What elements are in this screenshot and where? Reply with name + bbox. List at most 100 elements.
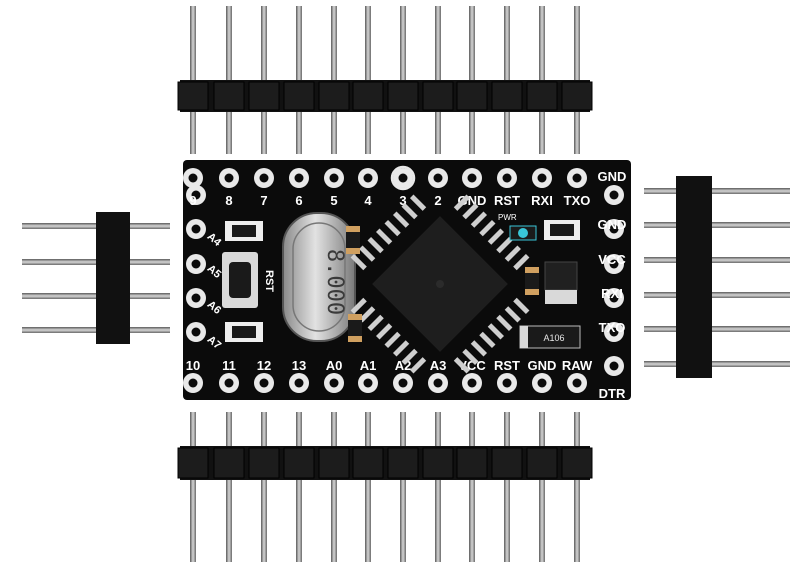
chip-leg	[496, 236, 513, 254]
right-pin-label: RXI	[601, 286, 623, 301]
chip-leg	[409, 194, 427, 211]
header-pin	[331, 412, 337, 562]
right-pin-label: VCC	[598, 252, 626, 267]
pin-hole	[363, 173, 373, 183]
crystal-marking: 8.000	[322, 249, 347, 315]
chip-leg	[479, 331, 496, 348]
header-pin	[644, 361, 790, 367]
header-segment	[248, 81, 280, 111]
crystal-oscillator: 8.000	[282, 212, 356, 342]
header-segment	[177, 81, 209, 111]
chip-leg	[513, 253, 530, 271]
bottom-pin-label: A0	[326, 358, 343, 373]
bottom-pin-label: 11	[222, 358, 236, 373]
pin-hole	[294, 378, 304, 388]
pin-hole	[467, 378, 477, 388]
chip-leg	[359, 245, 376, 262]
chip-leg	[453, 194, 471, 211]
pin-hole	[572, 378, 582, 388]
top-pin-label: 2	[434, 193, 441, 208]
pin-hole	[259, 378, 269, 388]
header-segment	[248, 447, 280, 479]
chip-leg	[504, 245, 521, 262]
bottom-pin-label: GND	[528, 358, 557, 373]
chip-leg	[487, 323, 504, 340]
chip-leg	[350, 297, 367, 315]
reset-button[interactable]	[222, 252, 258, 308]
pin-hole	[433, 173, 443, 183]
header-segment	[561, 81, 593, 111]
chip-leg	[350, 253, 367, 271]
top-pin-label: 7	[260, 193, 267, 208]
header-segment	[387, 81, 419, 111]
top-pin-label: 3	[399, 193, 406, 208]
top-pin-label: TXO	[564, 193, 591, 208]
right-pin-label: GND	[598, 217, 627, 232]
pin-hole	[398, 173, 408, 183]
pin-hole	[329, 173, 339, 183]
header-pin	[644, 326, 790, 332]
top-pin-label: 9	[189, 193, 196, 208]
chip-leg	[504, 306, 521, 323]
chip-leg	[462, 348, 479, 365]
header-body	[96, 212, 130, 344]
header-segment	[422, 447, 454, 479]
top-pin-label: 6	[295, 193, 302, 208]
pin-hole	[191, 259, 201, 269]
chip-leg	[479, 220, 496, 237]
header-pin	[226, 412, 232, 562]
header-pin	[644, 188, 790, 194]
header-segment	[352, 81, 384, 111]
header-segment	[318, 447, 350, 479]
mounting-hole	[390, 165, 416, 191]
pin-hole	[224, 173, 234, 183]
regulator-marking: A106	[543, 333, 564, 343]
header-pin	[539, 412, 545, 562]
top-pin-label: RXI	[531, 193, 553, 208]
header-segment	[352, 447, 384, 479]
chip-leg	[367, 236, 384, 254]
chip-leg	[513, 297, 530, 315]
pin-hole	[191, 293, 201, 303]
header-segment	[387, 447, 419, 479]
header-pin	[435, 412, 441, 562]
top-pin-label: 8	[225, 193, 232, 208]
header-pin	[261, 412, 267, 562]
pin-hole	[191, 190, 201, 200]
right-pin-label: TXO	[599, 320, 626, 335]
chip-leg	[359, 306, 376, 323]
bottom-pin-header	[177, 412, 593, 562]
chip-leg	[384, 331, 401, 348]
pin-hole	[398, 378, 408, 388]
pin-hole	[572, 173, 582, 183]
header-pin	[644, 292, 790, 298]
header-segment	[422, 81, 454, 111]
right-pin-label: DTR	[599, 386, 626, 401]
header-pin	[504, 412, 510, 562]
pin-hole	[467, 173, 477, 183]
top-pin-label: RST	[494, 193, 520, 208]
header-pin	[296, 412, 302, 562]
chip-leg	[462, 203, 479, 220]
pin-hole	[609, 327, 619, 337]
header-pin	[190, 412, 196, 562]
header-pin	[574, 412, 580, 562]
bottom-pin-label: A3	[430, 358, 447, 373]
chip-leg	[487, 228, 504, 245]
header-segment	[213, 447, 245, 479]
power-led-label: PWR	[498, 213, 517, 222]
pin-hole	[609, 259, 619, 269]
header-segment	[526, 81, 558, 111]
pin-hole	[537, 378, 547, 388]
right-pin-header	[644, 176, 790, 378]
pin-hole	[502, 173, 512, 183]
left-pin-header	[22, 212, 170, 344]
bottom-pin-label: 12	[257, 358, 271, 373]
header-segment	[283, 447, 315, 479]
chip-leg	[376, 323, 393, 340]
pin-hole	[188, 173, 198, 183]
pin-hole	[609, 224, 619, 234]
header-segment	[491, 81, 523, 111]
